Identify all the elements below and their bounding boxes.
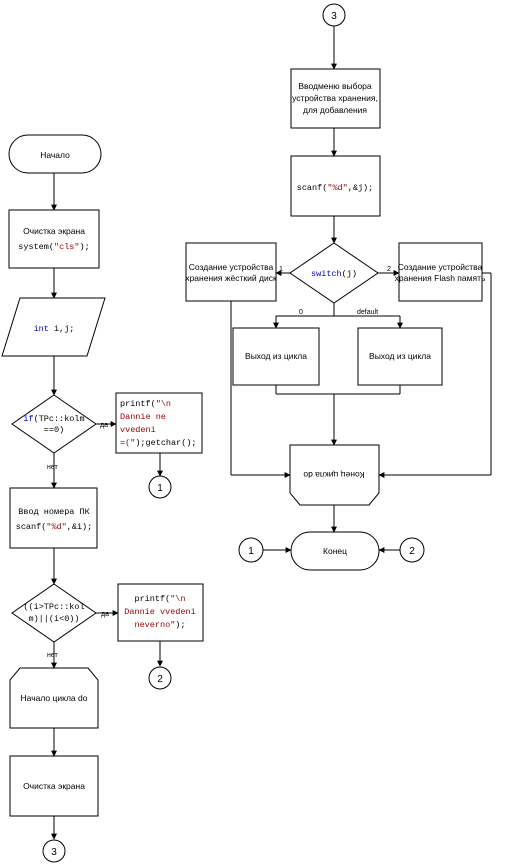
decision-range-check: ((i>TPc::kol m)||(i<0)) [11,583,97,643]
print2-line1: printf("\n [134,594,185,604]
svg-text:1: 1 [157,483,163,494]
loop-end-label: Конец цикла do [303,470,365,480]
svg-text:3: 3 [331,11,337,22]
clear1-line2: system("cls"); [18,242,89,252]
print2-line3: neverno"); [134,620,185,630]
print1-line2: Dannie ne [120,412,166,422]
create-hdd-line1: Создание устройства [189,262,274,272]
menu-storage-select: Вводменю выбора устройства хранения, для… [290,68,381,129]
create-flash-line1: Создание устройства [398,262,483,272]
svg-text:2: 2 [157,674,163,685]
scanf-j-process: scanf("%d",&j); [290,155,381,217]
clear-screen-process-2: Очистка экрана [9,755,99,817]
exit-loop-process-2: Выход из цикла [357,327,443,386]
loop-start: Начало цикла do [9,667,99,729]
end-label: Конец [323,546,347,556]
print-no-data: printf("\n Dannie ne vvedeni =(");getcha… [115,392,203,454]
decision-kolm-zero: if(TPc::kolm ==0) [11,394,97,454]
if2-line1: ((i>TPc::kol [23,602,84,612]
label-case-1: 1 [279,266,283,273]
print-wrong-data: printf("\n Dannie vvedeni neverno"); [117,583,204,642]
if1-line1: if(TPc::kolm [23,414,84,424]
svg-text:2: 2 [409,546,415,557]
clear-screen-process-1: Очистка экрана system("cls"); [8,209,100,269]
scanf-j-text: scanf("%d",&j); [297,183,374,193]
exit2-label: Выход из цикла [369,351,431,361]
switch-text: switch(j) [311,269,357,279]
menu-line3: для добавления [303,105,367,115]
io-decl-text: int i,j; [34,324,75,334]
switch-decision: switch(j) [289,242,379,304]
print1-line1: printf("\n [120,399,171,409]
if2-line2: m)||(i<0)) [28,614,79,624]
clear2-label: Очистка экрана [23,781,85,791]
connector-2-end: 2 [399,537,425,563]
create-flash-line2: хранения Flash память [395,273,486,283]
svg-text:1: 1 [248,546,254,557]
start-label: Начало [40,150,70,160]
menu-line1: Вводменю выбора [298,81,372,91]
print2-line2: Dannie vvedeni [124,607,195,617]
create-flash-process: Создание устройства хранения Flash памят… [395,242,486,302]
print1-line3: vvedeni [120,425,156,435]
input-pc-line2: scanf("%d",&i); [16,522,93,532]
connector-3-bottom: 3 [42,839,66,863]
connector-3-top: 3 [322,3,346,27]
exit-loop-process-1: Выход из цикла [232,327,320,386]
io-declaration: int i,j; [1,297,106,357]
connector-2-a: 2 [148,666,172,690]
start-terminal: Начало [8,134,102,174]
menu-line2: устройства хранения, [292,93,378,103]
create-hdd-process: Создание устройства хранения жёсткий дис… [185,242,277,302]
label-yes-2: да [101,611,109,618]
create-hdd-line2: хранения жёсткий диск [185,273,277,283]
label-yes-1: да [100,422,108,429]
loop-start-label: Начало цикла do [21,693,88,703]
end-terminal: Конец [290,531,380,571]
connector-1-a: 1 [148,475,172,499]
svg-text:3: 3 [51,847,57,858]
input-pc-line1: Ввод номера ПК [18,507,89,517]
connector-1-end: 1 [238,537,264,563]
clear1-line1: Очистка экрана [23,226,85,236]
input-pc-number: Ввод номера ПК scanf("%d",&i); [9,487,98,549]
exit1-label: Выход из цикла [245,351,307,361]
loop-end: Конец цикла do [289,444,380,506]
label-case-2: 2 [387,266,391,273]
label-case-0: 0 [299,309,303,316]
label-no-2: нет [47,652,59,659]
print1-line4: =(");getchar(); [120,438,197,448]
label-no-1: нет [47,464,59,471]
label-default: default [357,309,378,316]
if1-line2: ==0) [44,425,64,435]
